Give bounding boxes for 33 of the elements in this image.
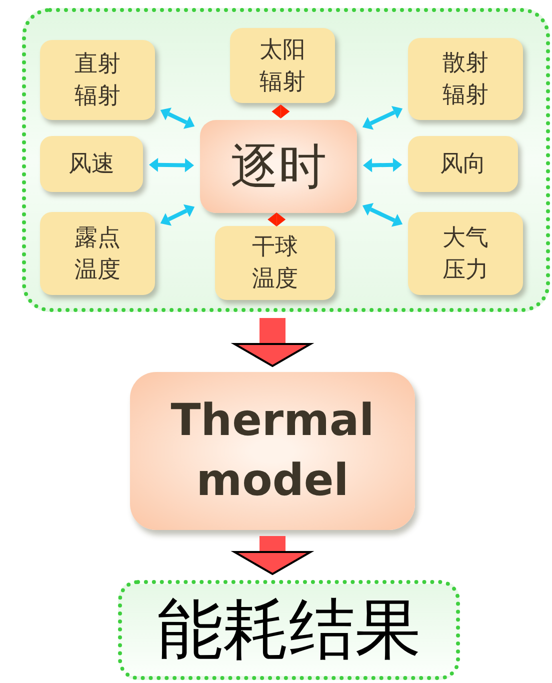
factor-box (215, 226, 335, 300)
double-arrow (160, 204, 195, 226)
node-label: Thermal model (170, 394, 376, 508)
factor-box (40, 212, 155, 295)
double-arrow (272, 104, 290, 118)
group-panel (22, 8, 550, 312)
factor-box (408, 136, 518, 192)
factor-box (408, 38, 523, 120)
node-label: 直射辐射 (73, 50, 122, 111)
node-label: 露点温度 (73, 224, 122, 284)
factor-box (408, 212, 523, 295)
double-arrow (363, 158, 402, 172)
node-label: 太阳辐射 (258, 36, 306, 96)
result-box (118, 580, 460, 680)
double-arrow (362, 106, 403, 130)
double-arrow (362, 202, 403, 227)
double-arrow (149, 158, 194, 172)
node-label: 风速 (67, 150, 116, 179)
factor-box (230, 28, 335, 103)
node-label: 大气压力 (441, 224, 490, 284)
node-label: 干球温度 (250, 233, 299, 294)
node-label: 散射辐射 (441, 49, 490, 110)
hourly-box (200, 120, 357, 213)
node-label: 风向 (438, 150, 487, 179)
factor-box (40, 136, 143, 192)
factor-box (40, 40, 155, 120)
model-box (130, 372, 415, 530)
double-arrow (268, 212, 286, 226)
block-arrow (234, 318, 312, 367)
node-label: 能耗结果 (157, 590, 421, 670)
block-arrow (234, 536, 312, 575)
double-arrow (160, 108, 195, 129)
node-label: 逐时 (230, 138, 326, 196)
